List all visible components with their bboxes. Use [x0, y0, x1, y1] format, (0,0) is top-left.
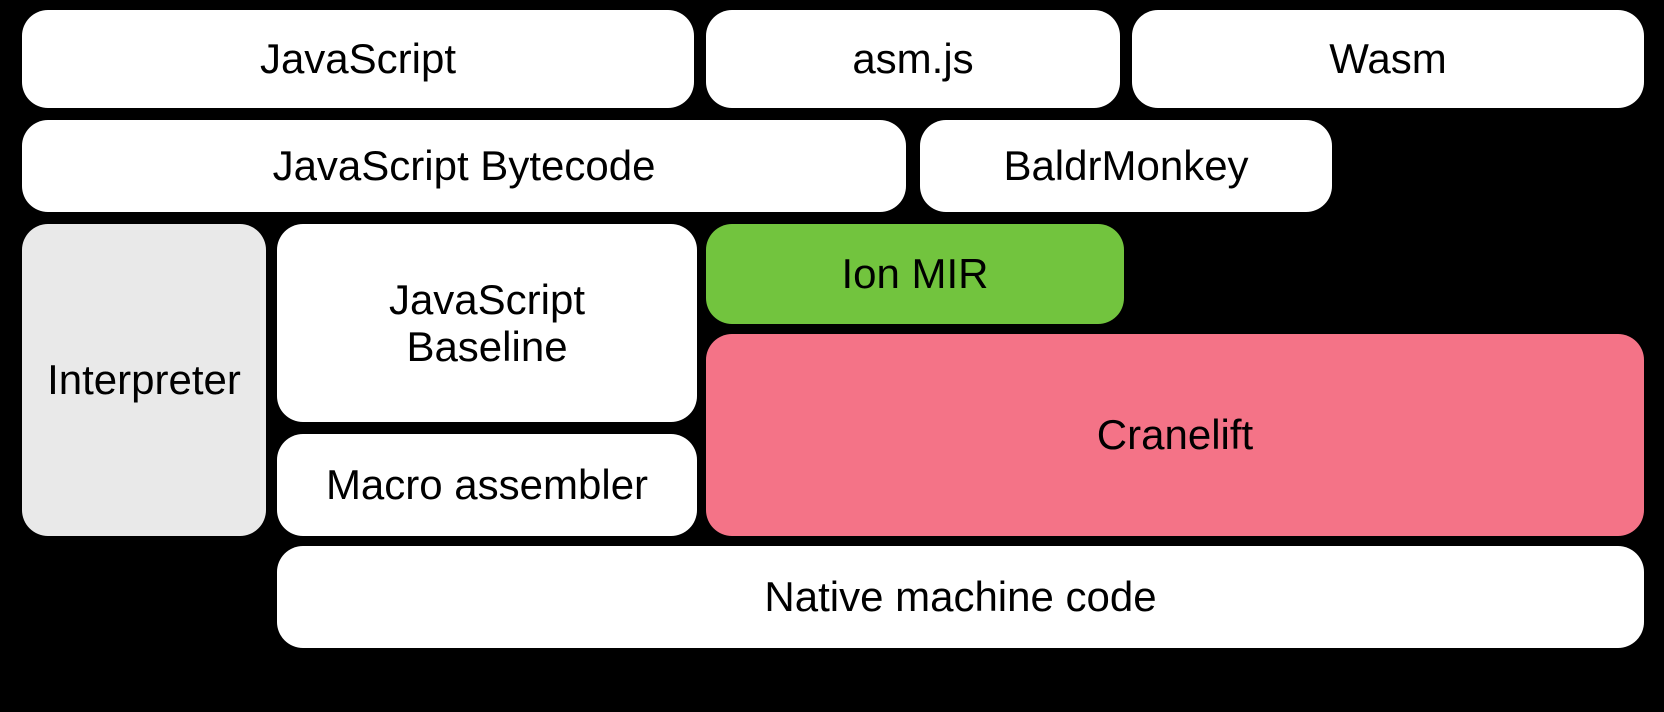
node-native-machine-code[interactable]: Native machine code	[277, 546, 1644, 648]
node-ion-mir[interactable]: Ion MIR	[706, 224, 1124, 324]
node-javascript-bytecode[interactable]: JavaScript Bytecode	[22, 120, 906, 212]
node-javascript[interactable]: JavaScript	[22, 10, 694, 108]
node-baldrmonkey[interactable]: BaldrMonkey	[920, 120, 1332, 212]
node-cranelift[interactable]: Cranelift	[706, 334, 1644, 536]
node-asm-js[interactable]: asm.js	[706, 10, 1120, 108]
node-interpreter[interactable]: Interpreter	[22, 224, 266, 536]
node-javascript-baseline[interactable]: JavaScript Baseline	[277, 224, 697, 422]
node-wasm[interactable]: Wasm	[1132, 10, 1644, 108]
node-macro-assembler[interactable]: Macro assembler	[277, 434, 697, 536]
